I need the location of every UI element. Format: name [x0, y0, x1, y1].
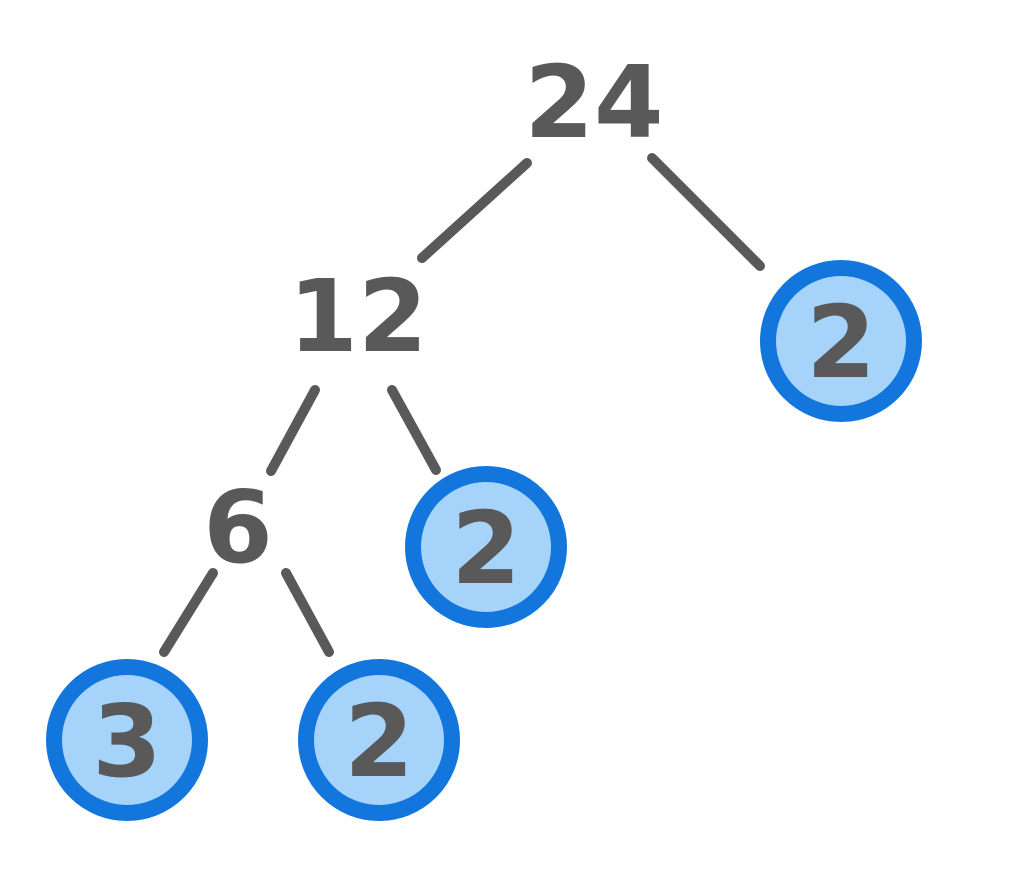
node-2-middle-label: 2: [451, 490, 521, 607]
node-2-bottom-circle: [298, 659, 460, 821]
node-12-label: 12: [288, 258, 427, 375]
edge-6-2-bottom: [281, 568, 334, 657]
node-2-middle-circle: [405, 466, 567, 628]
node-2-middle: 2: [405, 466, 567, 628]
node-24-label: 24: [524, 44, 663, 161]
node-3-bottom-left-circle: [46, 659, 208, 821]
edge-6-3: [159, 568, 218, 657]
node-2-right-label: 2: [806, 284, 876, 401]
edge-12-2-middle: [387, 385, 441, 475]
node-3-bottom-left: 3: [46, 659, 208, 821]
node-2-bottom-label: 2: [344, 683, 414, 800]
node-2-right-circle: [760, 260, 922, 422]
edge-12-6: [266, 385, 320, 476]
node-2-right: 2: [760, 260, 922, 422]
edge-24-12: [417, 158, 532, 263]
edge-24-2-right: [647, 153, 765, 271]
node-3-bottom-left-label: 3: [92, 683, 162, 800]
node-2-bottom: 2: [298, 659, 460, 821]
node-6-label: 6: [203, 469, 273, 586]
